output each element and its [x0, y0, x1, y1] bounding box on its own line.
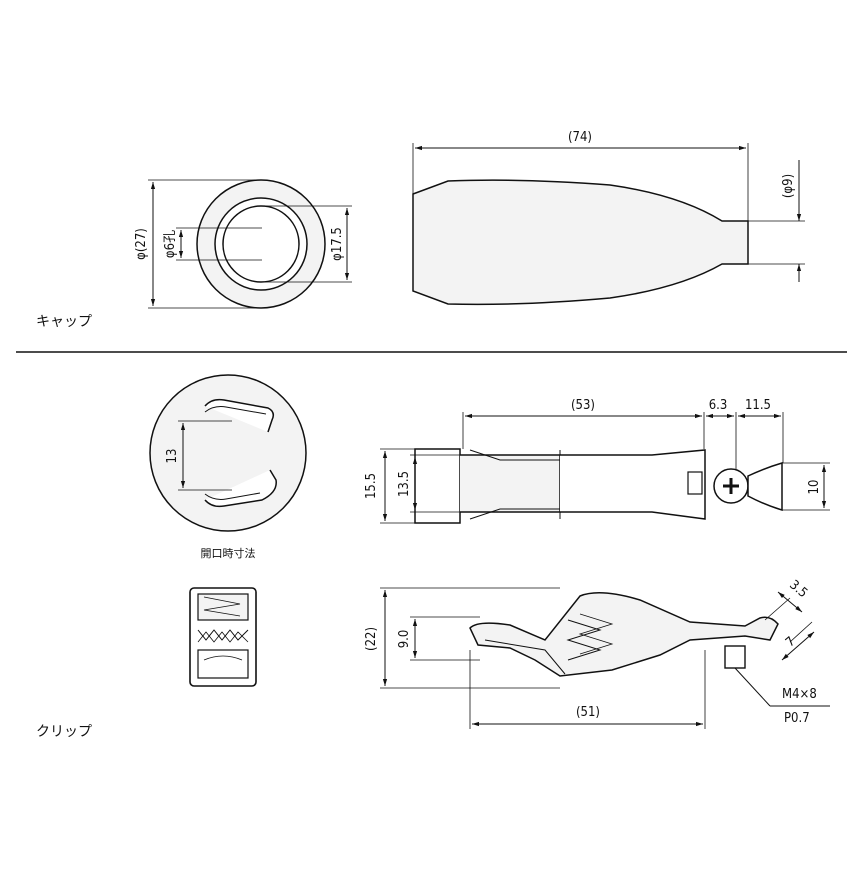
clip-opening-view — [149, 374, 307, 532]
dim-63: 6.3 — [709, 398, 728, 413]
dim-outer-dia: φ(27) — [134, 228, 149, 260]
dim-10: 10 — [807, 480, 822, 495]
dim-tip-dia: (φ9) — [781, 174, 796, 198]
dim-pitch: P0.7 — [784, 711, 810, 726]
cap-hole-circle — [222, 205, 300, 283]
cap-title: キャップ — [36, 314, 92, 330]
dim-90: 9.0 — [397, 630, 412, 649]
dim-115: 11.5 — [745, 398, 771, 413]
clip-top-view — [380, 412, 830, 524]
dim-screw: M4×8 — [782, 687, 817, 702]
dim-155: 15.5 — [364, 473, 379, 499]
dim-135: 13.5 — [397, 471, 412, 497]
cap-profile — [412, 179, 749, 306]
opening-caption: 開口時寸法 — [201, 546, 256, 560]
dim-overall-length: (74) — [568, 130, 592, 145]
cap-front-view — [148, 179, 352, 309]
dim-opening: 13 — [165, 449, 180, 464]
dim-inner-dia: φ17.5 — [330, 227, 345, 261]
dim-body-length: (53) — [571, 398, 595, 413]
clip-end-view — [189, 587, 257, 687]
clip-title: クリップ — [36, 724, 92, 740]
clip-side-view — [380, 587, 830, 729]
dim-22: (22) — [364, 627, 379, 651]
dim-51: (51) — [576, 705, 600, 720]
dim-hole-dia: φ6孔 — [163, 230, 178, 258]
cap-side-view — [412, 143, 805, 306]
dim-35: 3.5 — [786, 578, 810, 601]
